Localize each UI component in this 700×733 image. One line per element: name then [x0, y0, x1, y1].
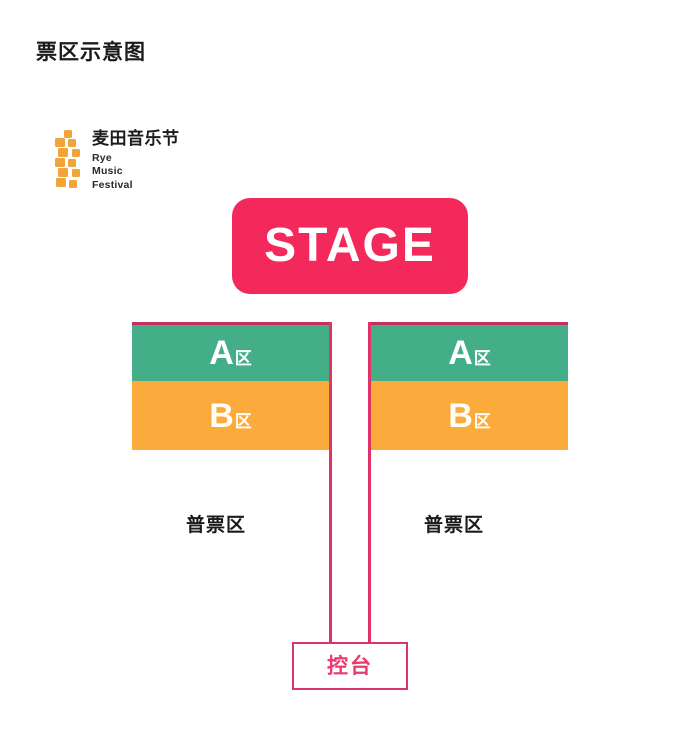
zone-a-right[interactable]: A 区 [371, 325, 568, 381]
seating-block-left: A 区 B 区 [132, 322, 332, 450]
stage-block[interactable]: STAGE [232, 198, 468, 294]
general-admission-caption-right: 普票区 [424, 515, 485, 536]
control-booth-label: 控台 [327, 654, 373, 678]
zone-a-left-label: A 区 [209, 336, 252, 370]
zone-a-right-label: A 区 [448, 336, 491, 370]
zone-b-left[interactable]: B 区 [132, 381, 329, 450]
zone-suffix: 区 [473, 349, 491, 368]
zone-b-right[interactable]: B 区 [371, 381, 568, 450]
zone-letter: A [209, 334, 234, 372]
control-booth[interactable]: 控台 [292, 642, 408, 690]
festival-name-en: Rye Music Festival [92, 152, 180, 192]
zone-b-right-label: B 区 [448, 399, 491, 433]
festival-name-cn: 麦田音乐节 [92, 129, 180, 148]
aisle-line-right [368, 322, 371, 644]
festival-name-en-line-1: Rye [92, 151, 112, 164]
festival-logo: 麦田音乐节 Rye Music Festival [55, 129, 180, 192]
page-title: 票区示意图 [36, 41, 146, 64]
aisle-line-left [329, 322, 332, 644]
festival-name-en-line-3: Festival [92, 178, 133, 191]
stage-label: STAGE [264, 219, 436, 272]
general-admission-caption-left: 普票区 [186, 515, 247, 536]
zone-suffix: 区 [473, 411, 491, 431]
zone-b-left-label: B 区 [209, 399, 252, 433]
zone-letter: A [448, 334, 473, 372]
festival-logo-text: 麦田音乐节 Rye Music Festival [92, 129, 180, 192]
zone-suffix: 区 [234, 411, 252, 431]
festival-name-en-line-2: Music [92, 165, 123, 178]
zone-letter: B [209, 396, 234, 435]
zone-suffix: 区 [234, 349, 252, 368]
zone-a-left[interactable]: A 区 [132, 325, 329, 381]
zone-letter: B [448, 396, 473, 435]
wheat-stalk-icon [55, 130, 83, 192]
seating-block-right: A 区 B 区 [368, 322, 568, 450]
